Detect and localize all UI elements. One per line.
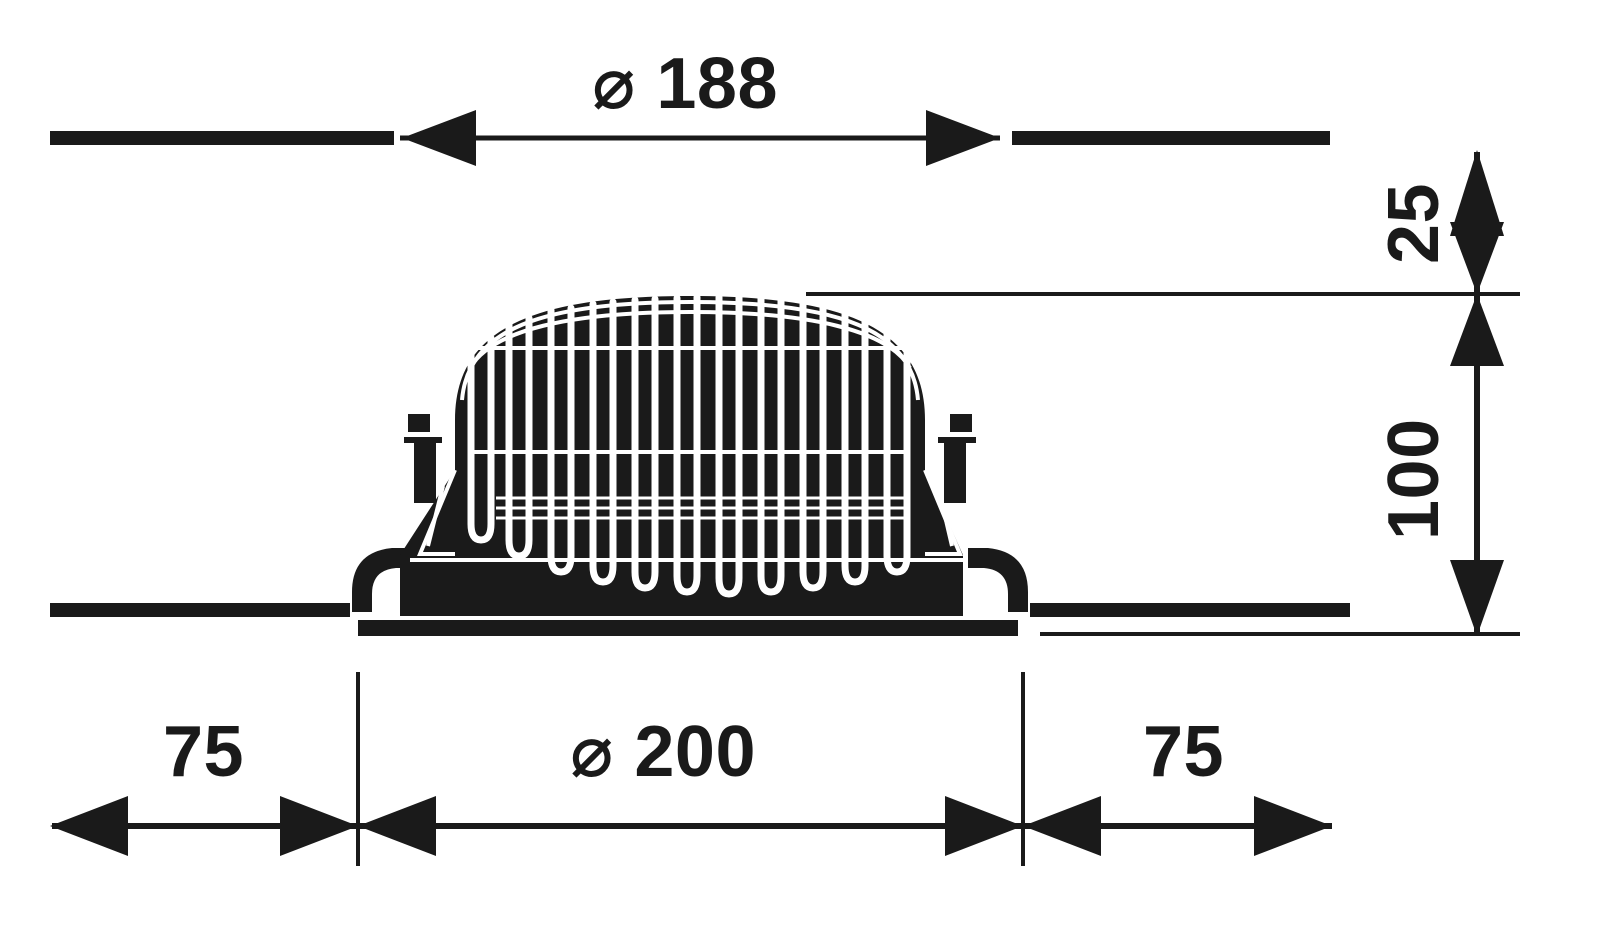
extension-lines — [356, 292, 1520, 866]
side-tab-right — [938, 414, 976, 503]
dimension-75-left — [50, 796, 358, 856]
dimension-label-25: 25 — [1374, 182, 1454, 264]
fixture-silhouette — [400, 296, 963, 616]
dimension-188 — [400, 110, 1000, 166]
housing-facets — [410, 469, 963, 562]
dimension-label-100: 100 — [1374, 418, 1454, 540]
dimension-label-75-left: 75 — [163, 712, 245, 792]
ceiling-line-top-right — [1012, 131, 1330, 145]
bottom-flange — [358, 620, 1018, 636]
dimension-label-200: ⌀ 200 — [570, 712, 756, 792]
heat-sink-dome-highlights — [460, 299, 920, 454]
fin-banding — [496, 496, 910, 520]
side-tab-left — [404, 414, 442, 503]
dimension-label-75-right: 75 — [1143, 712, 1225, 792]
dimension-100 — [1450, 294, 1504, 636]
ceiling-line-bottom-right — [1030, 603, 1350, 617]
dimension-200 — [358, 796, 1023, 856]
mounting-spring-clip-left — [352, 548, 412, 612]
dimension-label-188: ⌀ 188 — [592, 44, 778, 124]
ceiling-line-top-left — [50, 131, 394, 145]
recessed-led-downlight — [352, 293, 1028, 636]
dimension-75-right — [1023, 796, 1332, 856]
dimension-25 — [1450, 150, 1504, 294]
mounting-spring-clip-right — [968, 548, 1028, 612]
ceiling-line-bottom-left — [50, 603, 350, 617]
